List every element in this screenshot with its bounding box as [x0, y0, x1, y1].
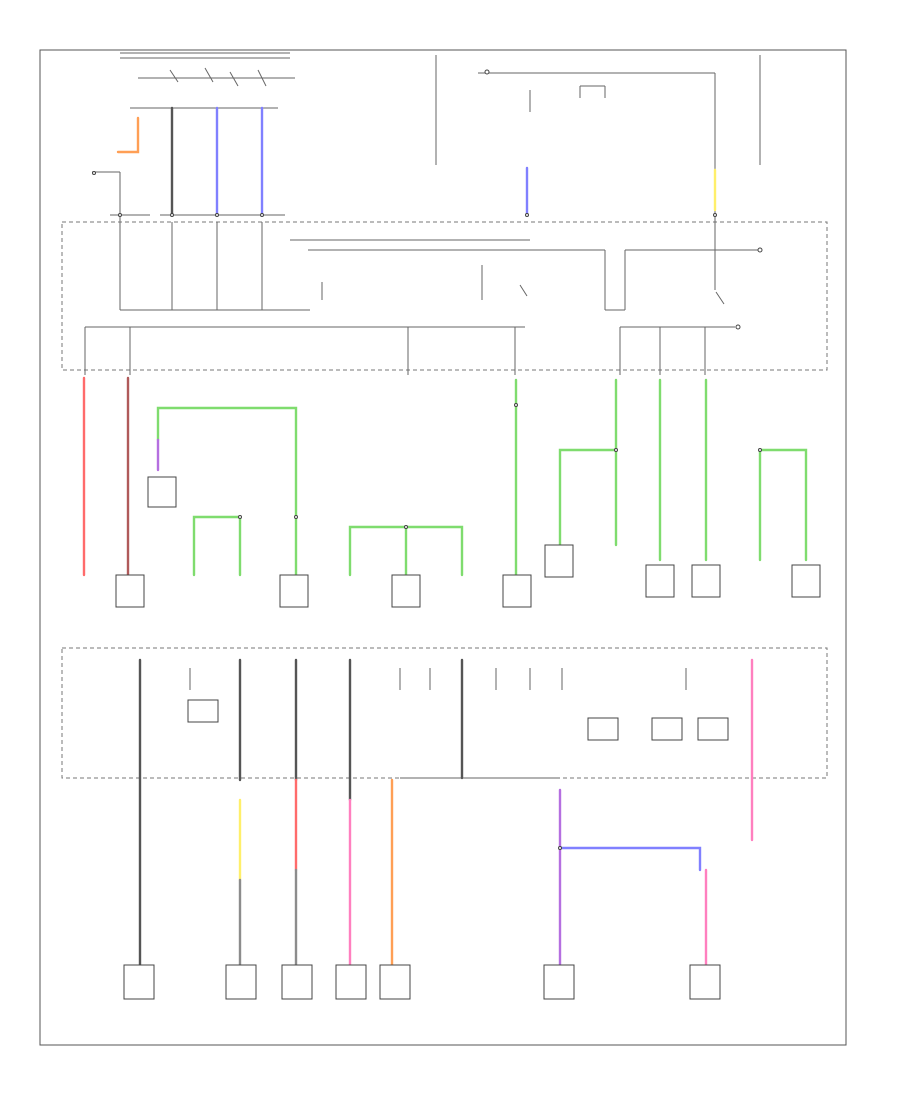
component-box — [502, 574, 532, 608]
component-box — [335, 964, 367, 1000]
component-box — [379, 964, 411, 1000]
fuse-box-internal — [84, 215, 763, 375]
relay-box — [651, 717, 683, 741]
bottom-components — [123, 964, 721, 1000]
component-box — [281, 964, 313, 1000]
wire-green-mid-e — [558, 448, 618, 547]
fuse-box — [61, 221, 828, 371]
component-box — [225, 964, 257, 1000]
component-box — [689, 964, 721, 1000]
wire-green-mid-i — [758, 448, 808, 562]
relay-box — [697, 717, 729, 741]
junction-box — [61, 647, 828, 779]
connector-marks — [92, 171, 762, 850]
component-box — [691, 564, 721, 598]
middle-components — [115, 476, 821, 608]
wire-orange-top — [116, 116, 140, 154]
component-box — [147, 476, 177, 508]
top-right-relay-group — [435, 55, 761, 215]
wire-green-mid-a — [156, 406, 298, 577]
wire-blue-bottom — [558, 846, 702, 872]
component-box — [123, 964, 155, 1000]
diagram-frame — [39, 49, 847, 1046]
relay-box — [187, 699, 219, 723]
top-left-switch-group — [92, 52, 295, 222]
junction-box-internal — [139, 660, 729, 779]
component-box — [279, 574, 309, 608]
component-box — [791, 564, 821, 598]
relay-box — [587, 717, 619, 741]
component-box — [544, 544, 574, 578]
component-box — [115, 574, 145, 608]
component-box — [391, 574, 421, 608]
wire-green-mid-b — [192, 515, 242, 577]
component-box — [645, 564, 675, 598]
component-box — [543, 964, 575, 1000]
